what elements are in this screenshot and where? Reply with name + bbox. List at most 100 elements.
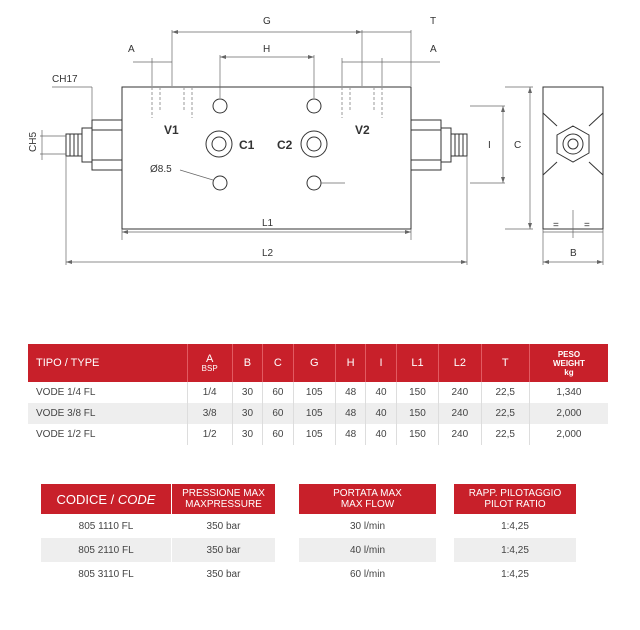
flow-cell: 40 l/min [299,538,436,562]
ratio-header-en: PILOT RATIO [484,499,546,510]
table-row: 350 bar [172,562,275,586]
ratio-header-it: RAPP. PILOTAGGIO [468,488,562,499]
port-c2-label: C2 [277,138,293,152]
cell-i: 40 [365,382,397,403]
flow-header-it: PORTATA MAX [333,488,402,499]
side-view-body [542,86,604,230]
ratio-cell: 1:4,25 [501,520,529,532]
ratio-cell: 1:4,25 [454,538,576,562]
cell-g: 105 [293,424,336,445]
cell-g: 105 [293,382,336,403]
dim-a-left-label: A [128,44,135,55]
cell-l1: 150 [396,382,440,403]
pressure-header-it: PRESSIONE MAX [182,488,265,499]
col-header-t: T [481,344,530,382]
cell-i: 40 [365,424,397,445]
left-cartridge-nut [91,119,123,171]
dim-eq-left-label: = [553,220,559,231]
cell-t: 22,5 [481,403,530,424]
cell-c: 60 [262,403,294,424]
table-row: 350 bar [172,514,275,538]
cell-l1: 150 [396,424,440,445]
codes-header: CODICE / CODE [41,484,171,514]
cell-a: 1/2 [187,424,233,445]
cell-a: 1/4 [187,382,233,403]
cell-type: VODE 3/8 FL [28,403,188,424]
dim-l1-label: L1 [262,218,274,229]
col-header-l2: L2 [438,344,482,382]
cell-weight: 1,340 [556,387,582,398]
cell-a: 3/8 [187,403,233,424]
dim-i-label: I [488,140,491,151]
dim-a-right-label: A [430,44,437,55]
cell-l2: 240 [438,382,482,403]
table-row: 350 bar [172,538,275,562]
col-header-a-sub: BSP [201,364,218,373]
technical-drawing: G T H A A CH17 CH5 I C L1 L2 B = = Ø8.5 … [28,16,604,265]
table-row: 805 2110 FL [41,538,171,562]
code-cell: 805 3110 FL [78,568,134,580]
dim-t-label: T [430,16,436,27]
col-header-h: H [335,344,367,382]
codes-header-main: CODICE / [56,491,115,507]
flow-cell: 30 l/min [349,520,385,532]
mounting-hole [306,175,322,191]
table-row: VODE 3/8 FL 3/8 30 60 105 48 40 150 240 … [28,403,608,424]
table-row: 30 l/min [299,514,436,538]
port-c1-outer [205,130,233,158]
pressure-cell: 350 bar [206,520,241,532]
dim-l2-label: L2 [262,248,274,259]
pressure-cell: 350 bar [206,568,241,580]
cell-b: 30 [232,382,264,403]
port-v2-label: V2 [355,123,370,137]
weight-label-it: PESO [557,349,581,359]
cell-l2: 240 [438,403,482,424]
mounting-hole [306,98,322,114]
cell-i: 40 [365,403,397,424]
dim-g-label: G [263,16,271,27]
pressure-header-en: MAXPRESSURE [185,499,262,510]
table-row: 1:4,25 [454,514,576,538]
cell-h: 48 [335,382,367,403]
port-c2-outer [300,130,328,158]
table-row: 805 1110 FL [41,514,171,538]
table-row: 40 l/min [299,538,436,562]
valve-body [121,86,412,230]
weight-label-en: WEIGHT [552,358,585,368]
col-header-l1: L1 [396,344,440,382]
codes-table: CODICE / CODE 805 1110 FL 805 2110 FL 80… [41,484,171,586]
port-v1-label: V1 [164,123,179,137]
col-header-b: B [232,344,264,382]
side-view-hex [556,125,590,163]
table-row: VODE 1/2 FL 1/2 30 60 105 48 40 150 240 … [28,424,608,445]
weight-unit: kg [564,367,574,377]
col-header-i: I [365,344,397,382]
table-row: 1:4,25 [454,538,576,562]
mounting-hole [212,98,228,114]
dim-eq-right-label: = [584,220,590,231]
cell-b: 30 [232,403,264,424]
cell-c: 60 [262,424,294,445]
col-header-a-main: A [205,353,214,365]
dim-c-label: C [514,140,521,151]
col-header-type: TIPO / TYPE [28,344,188,382]
cell-b: 30 [232,424,264,445]
dim-ch5-label: CH5 [28,132,39,152]
table-row: 60 l/min [299,562,436,586]
table-row: 805 3110 FL [41,562,171,586]
table-row: 1:4,25 [454,562,576,586]
cell-t: 22,5 [481,382,530,403]
port-c1-inner [211,136,227,152]
codes-header-italic: CODE [117,491,156,507]
cell-type: VODE 1/2 FL [28,424,188,445]
cell-l2: 240 [438,424,482,445]
